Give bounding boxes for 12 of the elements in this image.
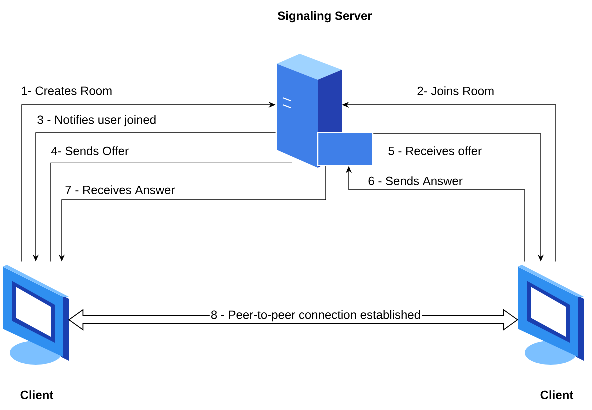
edge-label: 8 - Peer-to-peer connection established [210, 309, 422, 323]
edge-label: 1- Creates Room [20, 86, 114, 96]
edge-label: 4- Sends Offer [50, 146, 130, 156]
database-cylinder [317, 132, 374, 166]
edge-label: 5 - Receives offer [387, 146, 484, 156]
client-label: Client [20, 390, 54, 400]
edge-label: 2- Joins Room [416, 86, 496, 96]
edge-label: 3 - Notifies user joined [36, 114, 158, 128]
edge-label: 7 - Receives Answer [64, 184, 176, 196]
server-title: Signaling Server [278, 11, 372, 23]
client-label: Client [540, 390, 574, 400]
edge-label: 6 - Sends Answer [367, 176, 464, 186]
